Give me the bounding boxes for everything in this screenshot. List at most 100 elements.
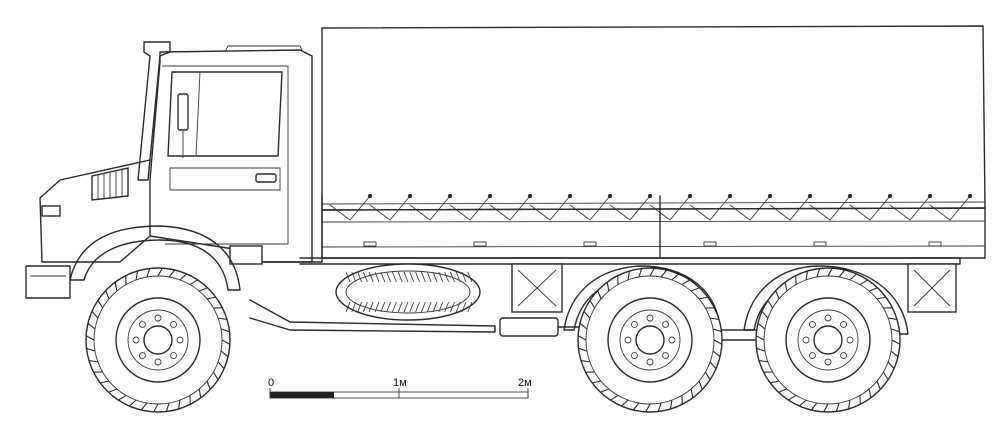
tire-tread — [589, 300, 596, 309]
lug-nut — [646, 314, 654, 322]
lug-nut — [132, 336, 140, 344]
rope-eyelet — [568, 194, 572, 198]
tire-tread — [788, 394, 797, 401]
tire-tread — [891, 339, 901, 345]
rope-eyelet — [488, 194, 492, 198]
tread-mark — [444, 271, 450, 313]
tire-tread — [709, 361, 717, 370]
tarpaulin-cover — [321, 25, 986, 221]
lug-nut — [824, 358, 832, 366]
tire-tread — [876, 296, 886, 300]
tire-tread — [220, 328, 230, 333]
tire-tread — [218, 317, 228, 321]
rope-eyelet — [848, 194, 852, 198]
rope-eyelet — [728, 194, 732, 198]
tire-tread — [816, 268, 821, 278]
lug-nut — [808, 352, 816, 360]
rope-segment — [689, 195, 731, 221]
tire-tread — [882, 371, 889, 380]
tire — [85, 267, 231, 413]
tire-tread — [220, 350, 229, 358]
tire-tread — [690, 287, 700, 292]
tire-tread — [761, 310, 769, 319]
tire-tread — [755, 335, 765, 341]
tire-tread — [784, 282, 788, 292]
lug-nut — [668, 336, 676, 344]
tire-tread — [583, 310, 591, 319]
tarp-rope-lacing — [329, 194, 972, 221]
tire-tread — [100, 380, 110, 384]
tread-mark — [438, 271, 444, 313]
rim-inner — [127, 309, 189, 371]
cab — [137, 41, 313, 265]
rope-segment — [729, 195, 771, 221]
side-mirror — [177, 93, 189, 131]
rope-eyelet — [768, 194, 772, 198]
tire-tread — [757, 322, 766, 330]
lug-nut — [170, 320, 178, 328]
tire-tread — [859, 279, 868, 286]
lug-nut — [170, 352, 178, 360]
tire-tread — [632, 402, 640, 411]
front-fender — [69, 225, 241, 291]
rope-segment — [889, 195, 931, 221]
lug-nut — [630, 352, 638, 360]
rim-inner — [619, 309, 681, 371]
tire-tread — [671, 273, 680, 281]
tire-tread — [758, 359, 768, 363]
tread-mark — [415, 271, 421, 313]
tire-tread — [165, 402, 170, 412]
tread-mark — [357, 271, 363, 313]
tread-mark — [449, 271, 455, 313]
tire-tread — [212, 371, 219, 380]
rope-eyelet — [928, 194, 932, 198]
tire-tread — [577, 335, 587, 341]
tire-tread — [638, 268, 643, 278]
scale-label-1m: 1м — [393, 377, 407, 389]
tire-tread — [827, 267, 833, 277]
body-hook — [473, 241, 487, 247]
rope-eyelet — [888, 194, 892, 198]
rope-segment — [329, 195, 371, 221]
tire-tread — [198, 388, 202, 398]
tire-tread — [97, 300, 104, 309]
rope-eyelet — [608, 194, 612, 198]
wheel — [577, 267, 723, 413]
tire-tread — [114, 282, 118, 292]
spare-tire — [335, 263, 481, 321]
tire-tread — [578, 347, 588, 352]
tire-tread — [712, 328, 722, 333]
body-hooks — [363, 241, 942, 247]
scale-segment-dark — [270, 392, 334, 398]
lug-nut — [138, 320, 146, 328]
rope-eyelet — [528, 194, 532, 198]
hood — [25, 159, 151, 299]
rope-segment — [449, 195, 491, 221]
scale-bar: 0 1м 2м — [268, 377, 532, 399]
tire-tread — [888, 317, 898, 321]
tire-tread — [835, 402, 840, 412]
tire-tread — [887, 361, 895, 370]
lug-nut — [802, 336, 810, 344]
tread-mark — [397, 271, 403, 313]
lug-nut — [138, 352, 146, 360]
tire-tread — [681, 279, 690, 286]
tire-tread — [657, 402, 662, 412]
hub — [635, 325, 665, 355]
tire-tread — [823, 403, 829, 413]
tire-tread — [198, 287, 208, 292]
rope-segment — [529, 195, 571, 221]
tire-tread — [146, 268, 151, 278]
tire-tread — [87, 322, 96, 330]
tire-tread — [221, 339, 231, 345]
tire-tread — [669, 400, 673, 410]
tire-tread — [86, 347, 96, 352]
body-hook — [928, 241, 942, 247]
lug-nut — [176, 336, 184, 344]
rope-segment — [769, 195, 811, 221]
tread-mark — [368, 271, 374, 313]
tire-tread — [660, 269, 668, 278]
tire-tread — [168, 269, 176, 278]
spare-tire-tread — [345, 271, 473, 313]
tire-tread — [91, 310, 99, 319]
